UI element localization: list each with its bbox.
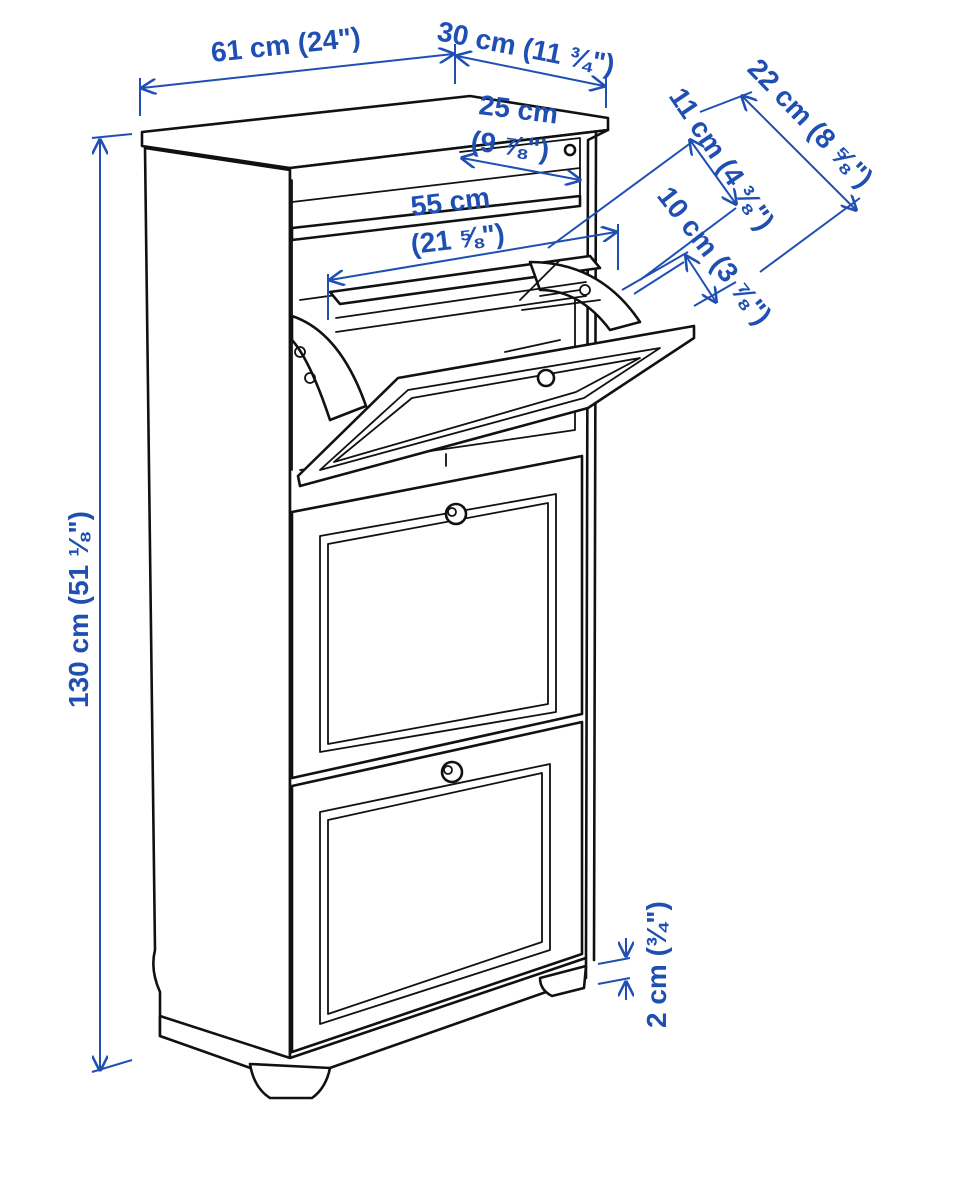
leg-height-label: 2 cm (¾") xyxy=(641,901,672,1028)
door-depth-label: 22 cm (8 ⅝") xyxy=(742,53,879,194)
left-hinge-wheel xyxy=(290,314,368,422)
bottom-door xyxy=(290,720,584,1054)
open-door-knob xyxy=(536,368,556,388)
height-label: 130 cm (51 ⅛") xyxy=(63,511,94,708)
cabinet-side-panel xyxy=(143,146,292,1080)
width-label: 61 cm (24") xyxy=(209,21,362,68)
cabinet-illustration xyxy=(140,94,696,1100)
dimension-lines xyxy=(91,44,861,1073)
cabinet-leg-back xyxy=(538,964,588,998)
cabinet-leg-front xyxy=(248,1062,332,1100)
